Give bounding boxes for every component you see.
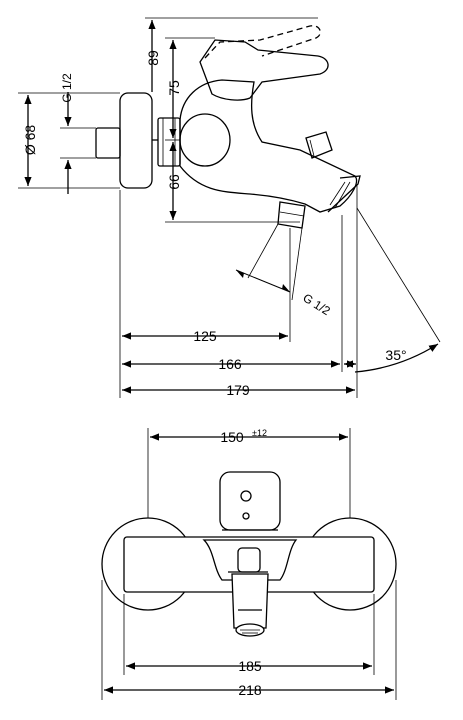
dim-150-label: 150 [220, 429, 244, 445]
dim-66-label: 66 [166, 174, 182, 190]
dim-diameter-68-label: Ø 68 [22, 125, 38, 156]
dim-75-label: 75 [166, 80, 182, 96]
dim-thread-inlet-label: G 1/2 [60, 73, 74, 103]
diverter-knob [305, 131, 333, 159]
wall-flange [119, 92, 153, 189]
outlet-connector [277, 201, 306, 229]
side-view [18, 17, 441, 398]
lever-handle [199, 39, 329, 101]
dim-218-label: 218 [238, 682, 262, 698]
connector-nut [157, 117, 181, 167]
dim-166-label: 166 [218, 356, 242, 372]
diverter-knob-front [237, 547, 261, 573]
dim-angle-label: 35° [385, 347, 406, 363]
dim-150-tolerance-label: ±12 [252, 428, 267, 438]
spout-aerator [327, 175, 361, 213]
lever-raised-outline [204, 25, 321, 59]
dim-125-label: 125 [193, 328, 217, 344]
dim-89-label: 89 [145, 50, 161, 66]
lever-front [219, 471, 281, 531]
lever-indicator [240, 490, 252, 502]
dim-185-label: 185 [238, 658, 262, 674]
front-view [101, 428, 397, 700]
dim-thread-outlet-label: G 1/2 [300, 291, 333, 319]
dim-179-label: 179 [226, 382, 250, 398]
inlet-pipe [95, 127, 121, 159]
faucet-body [179, 79, 358, 213]
spout-front [231, 573, 269, 629]
cartridge-bulge [179, 113, 231, 167]
